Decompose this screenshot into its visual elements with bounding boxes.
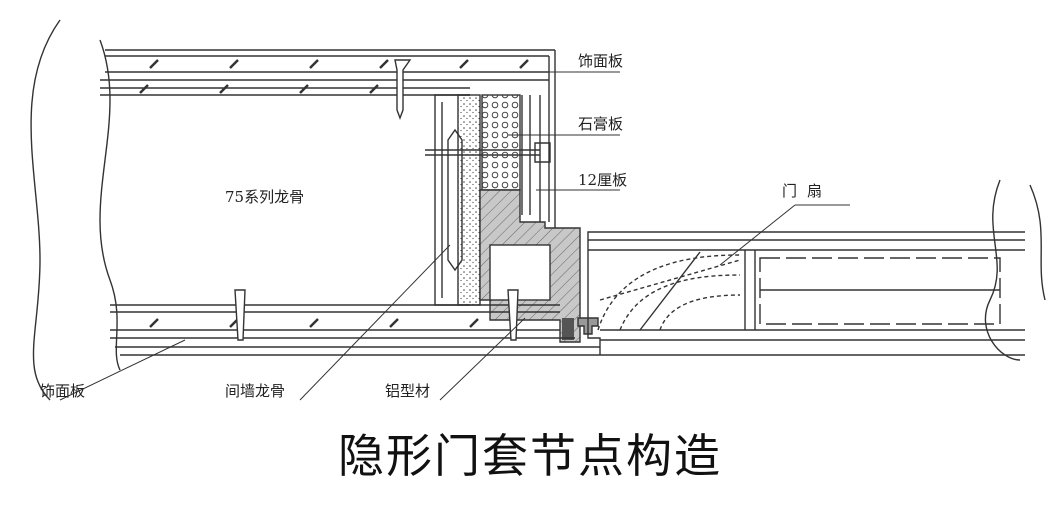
label-facing-panel-bottom: 饰面板 [40, 382, 86, 400]
honeycomb-core [759, 257, 1001, 325]
bottom-facing-panel [110, 304, 600, 356]
gypsum-dotted-layer [457, 94, 481, 306]
label-facing-panel-top: 饰面板 [578, 52, 624, 70]
top-facing-panel [100, 49, 556, 228]
diagram-title: 隐形门套节点构造 [338, 429, 722, 483]
label-partition-stud: 间墙龙骨 [225, 382, 286, 400]
gypsum-board-block [481, 94, 521, 191]
break-line-right [984, 179, 1021, 361]
label-aluminum-profile: 铝型材 [385, 382, 431, 400]
plywood-12mm [521, 95, 541, 222]
door-leaf-section [587, 231, 1025, 356]
screw-top [394, 59, 412, 120]
label-stud-75: 75系列龙骨 [225, 188, 305, 206]
label-door-leaf: 门扇 [782, 182, 833, 200]
leader-lines [59, 71, 850, 401]
screw-bottom-left [234, 289, 246, 341]
label-plywood-12: 12厘板 [578, 171, 628, 189]
break-line-left [30, 19, 61, 401]
label-gypsum-board: 石膏板 [578, 115, 624, 133]
